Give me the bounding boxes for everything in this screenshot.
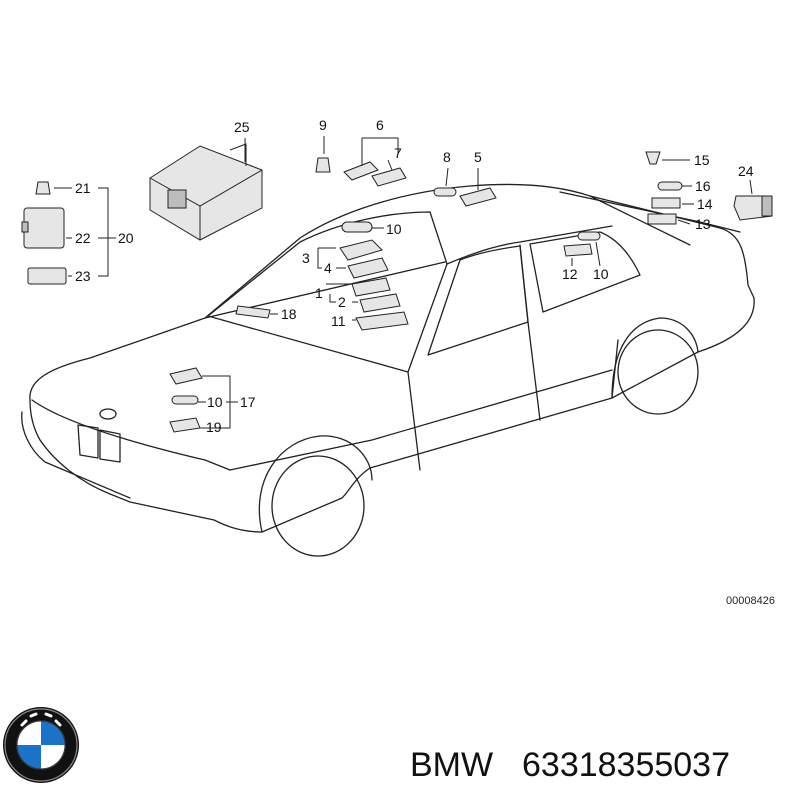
part-3-lamp: [339, 239, 383, 261]
part-10-bulb-right: [577, 231, 601, 241]
part-10-bulb-lower: [171, 395, 199, 405]
label-20: 20: [118, 230, 134, 246]
part-5-lens: [459, 187, 497, 207]
part-2-lens: [359, 293, 401, 313]
label-3: 3: [302, 250, 310, 266]
part-19-lens: [169, 417, 201, 433]
label-25: 25: [234, 119, 250, 135]
label-10-top: 10: [386, 221, 402, 237]
label-23: 23: [75, 268, 91, 284]
part-24-cover: [733, 195, 773, 221]
part-16-bulb: [657, 181, 683, 191]
part-9-bulb: [315, 157, 331, 173]
part-8-bulb: [433, 187, 457, 197]
part-21-bulb: [35, 181, 51, 195]
car-outline: [21, 183, 755, 557]
label-5: 5: [474, 149, 482, 165]
caption: BMW 63318355037: [410, 746, 730, 784]
part-17-lamp: [169, 367, 203, 385]
part-6-lamp: [343, 161, 379, 181]
label-18: 18: [281, 306, 297, 322]
part-1-lamp: [351, 277, 391, 297]
label-1: 1: [315, 285, 323, 301]
part-14-lens: [651, 197, 681, 209]
part-13-housing: [647, 213, 677, 225]
label-2: 2: [338, 294, 346, 310]
label-12: 12: [562, 266, 578, 282]
part-11-trim: [355, 311, 409, 331]
label-22: 22: [75, 230, 91, 246]
part-4-lens: [347, 257, 389, 279]
label-9: 9: [319, 117, 327, 133]
label-11: 11: [331, 313, 346, 329]
part-12-lamp: [563, 243, 593, 257]
part-labels: 25 9 6 7 8 5 15 16 24 14 13 21 22 20 23 …: [75, 117, 775, 607]
label-10-lower: 10: [207, 394, 223, 410]
label-8: 8: [443, 149, 451, 165]
part-22-relay: [21, 207, 65, 249]
label-14: 14: [697, 196, 713, 212]
leader-lines: [54, 136, 753, 429]
bmw-logo-letters: [20, 712, 62, 727]
caption-brand: BMW: [410, 746, 493, 784]
label-17: 17: [240, 394, 256, 410]
part-25-control-unit: [149, 143, 263, 241]
label-7: 7: [394, 145, 402, 161]
label-24: 24: [738, 163, 754, 179]
part-18-lamp: [235, 305, 271, 319]
label-15: 15: [694, 152, 710, 168]
part-7-lens: [371, 167, 407, 187]
part-10-bulb-top: [341, 221, 373, 233]
label-6: 6: [376, 117, 384, 133]
label-10-right: 10: [593, 266, 609, 282]
label-19: 19: [206, 419, 222, 435]
label-13: 13: [695, 216, 711, 232]
label-4: 4: [324, 260, 332, 276]
label-16: 16: [695, 178, 711, 194]
diagram-reference-code: 00008426: [726, 595, 775, 607]
caption-part-number: 63318355037: [522, 746, 730, 784]
part-15-clip: [645, 151, 661, 165]
label-21: 21: [75, 180, 91, 196]
bmw-logo: [3, 707, 79, 783]
part-23-pad: [27, 267, 67, 285]
